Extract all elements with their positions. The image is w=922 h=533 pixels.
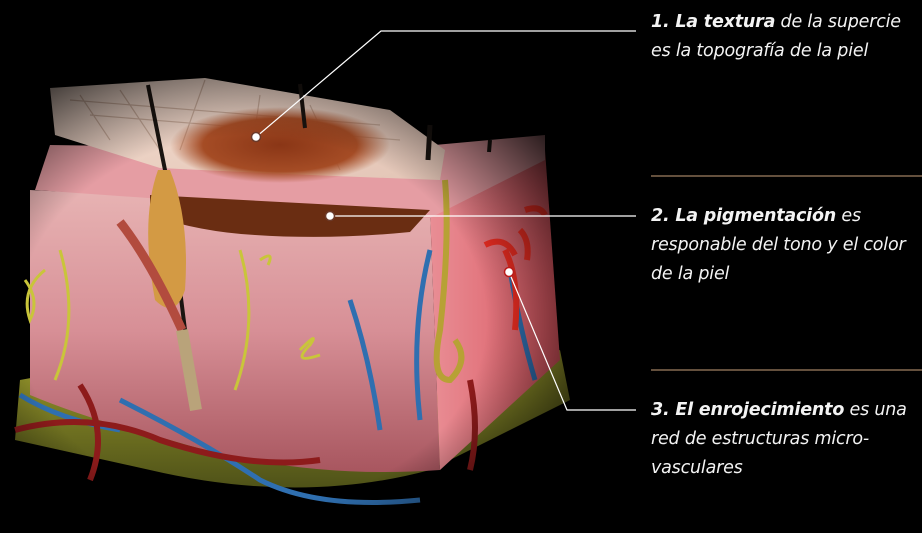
annotation-texture: 1. La textura de la supercie es la topog…	[651, 8, 921, 66]
annotation-number: 2.	[651, 206, 669, 226]
annotation-number: 3.	[651, 400, 669, 420]
callout-3-marker	[505, 268, 514, 277]
annotation-title: La textura	[675, 12, 775, 32]
annotation-title: La pigmentación	[675, 206, 836, 226]
annotation-pigmentation: 2. La pigmentación es responable del ton…	[651, 202, 919, 289]
callout-1-marker	[252, 133, 261, 142]
callout-2-marker	[326, 212, 335, 221]
annotation-title: El enrojecimiento	[675, 400, 844, 420]
skin-block	[0, 60, 600, 533]
annotation-number: 1.	[651, 12, 669, 32]
annotation-redness: 3. El enrojecimiento es una red de estru…	[651, 396, 911, 483]
